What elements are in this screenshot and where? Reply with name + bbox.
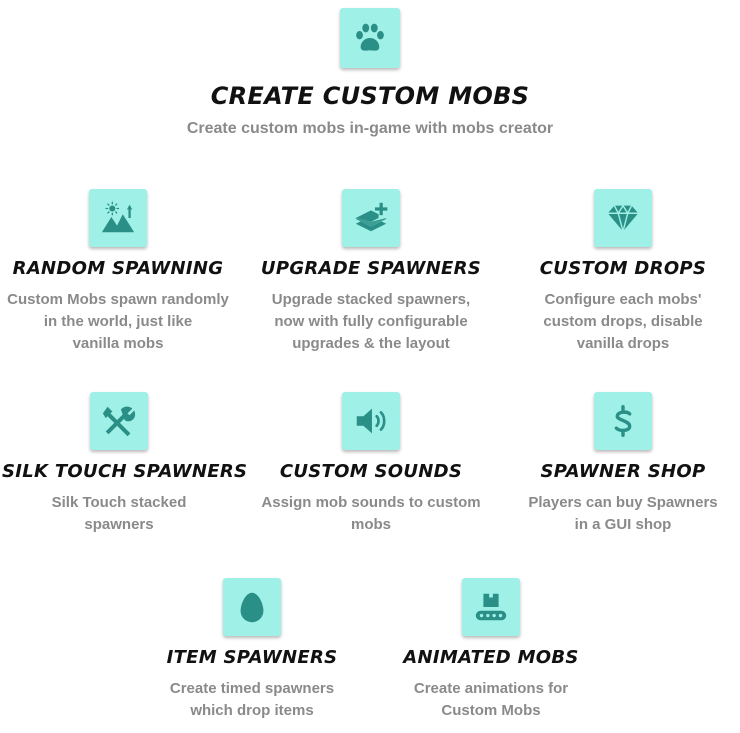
description-line: now with fully configurable [274,313,468,330]
mountain-sun-icon [89,189,147,247]
description-line: Players can buy Spawners [528,494,718,511]
description-line: mobs [350,516,391,533]
feature-random-spawning: RANDOM SPAWNING Custom Mobs spawn random… [2,189,234,355]
feature-title: CUSTOM SOUNDS [279,461,463,482]
speaker-icon [342,392,400,450]
feature-title: RANDOM SPAWNING [12,258,224,279]
description-line: which drop items [190,702,314,719]
description-line: Create animations for [413,680,569,697]
feature-description: Upgrade stacked spawners, now with fully… [254,289,488,355]
feature-upgrade-spawners: UPGRADE SPAWNERS Upgrade stacked spawner… [254,189,488,355]
egg-icon [223,578,281,636]
conveyor-icon [462,578,520,636]
paw-icon [340,8,400,68]
feature-item-spawners: ITEM SPAWNERS Create timed spawners whic… [136,578,368,722]
feature-title: UPGRADE SPAWNERS [260,258,482,279]
description-line: in the world, just like [43,313,193,330]
feature-silk-touch-spawners: SILK TOUCH SPAWNERS Silk Touch stacked s… [2,392,248,536]
feature-description: Create animations for Custom Mobs [374,678,608,722]
feature-title: SPAWNER SHOP [540,461,706,482]
feature-description: Players can buy Spawners in a GUI shop [508,492,738,536]
description-line: Configure each mobs' [544,291,702,308]
tools-icon [90,392,148,450]
feature-spawner-shop: SPAWNER SHOP Players can buy Spawners in… [508,392,738,536]
feature-animated-mobs: ANIMATED MOBS Create animations for Cust… [374,578,608,722]
description-line: vanilla drops [576,335,670,352]
feature-description: Create custom mobs in-game with mobs cre… [170,118,570,140]
feature-title: CREATE CUSTOM MOBS [210,82,530,110]
feature-create-custom-mobs: CREATE CUSTOM MOBS Create custom mobs in… [170,8,570,140]
description-line: vanilla mobs [72,335,164,352]
feature-custom-drops: CUSTOM DROPS Configure each mobs' custom… [508,189,738,355]
feature-description: Create timed spawners which drop items [136,678,368,722]
dollar-icon [594,392,652,450]
feature-title: ITEM SPAWNERS [166,647,338,668]
description-line: spawners [84,516,154,533]
diamond-icon [594,189,652,247]
layers-plus-icon [342,189,400,247]
description-line: Assign mob sounds to custom [261,494,481,511]
description-line: Custom Mobs [441,702,541,719]
feature-title: CUSTOM DROPS [539,258,707,279]
feature-title: SILK TOUCH SPAWNERS [2,461,248,482]
feature-description: Assign mob sounds to custom mobs [254,492,488,536]
description-line: Create custom mobs in-game with mobs cre… [186,120,554,137]
feature-description: Configure each mobs' custom drops, disab… [508,289,738,355]
description-line: Create timed spawners [169,680,335,697]
description-line: custom drops, disable [543,313,703,330]
description-line: Custom Mobs spawn randomly [7,291,229,308]
feature-description: Custom Mobs spawn randomly in the world,… [2,289,234,355]
feature-description: Silk Touch stacked spawners [2,492,236,536]
description-line: upgrades & the layout [292,335,450,352]
description-line: Silk Touch stacked [51,494,187,511]
description-line: Upgrade stacked spawners, [271,291,471,308]
feature-title: ANIMATED MOBS [403,647,579,668]
description-line: in a GUI shop [574,516,672,533]
feature-custom-sounds: CUSTOM SOUNDS Assign mob sounds to custo… [254,392,488,536]
